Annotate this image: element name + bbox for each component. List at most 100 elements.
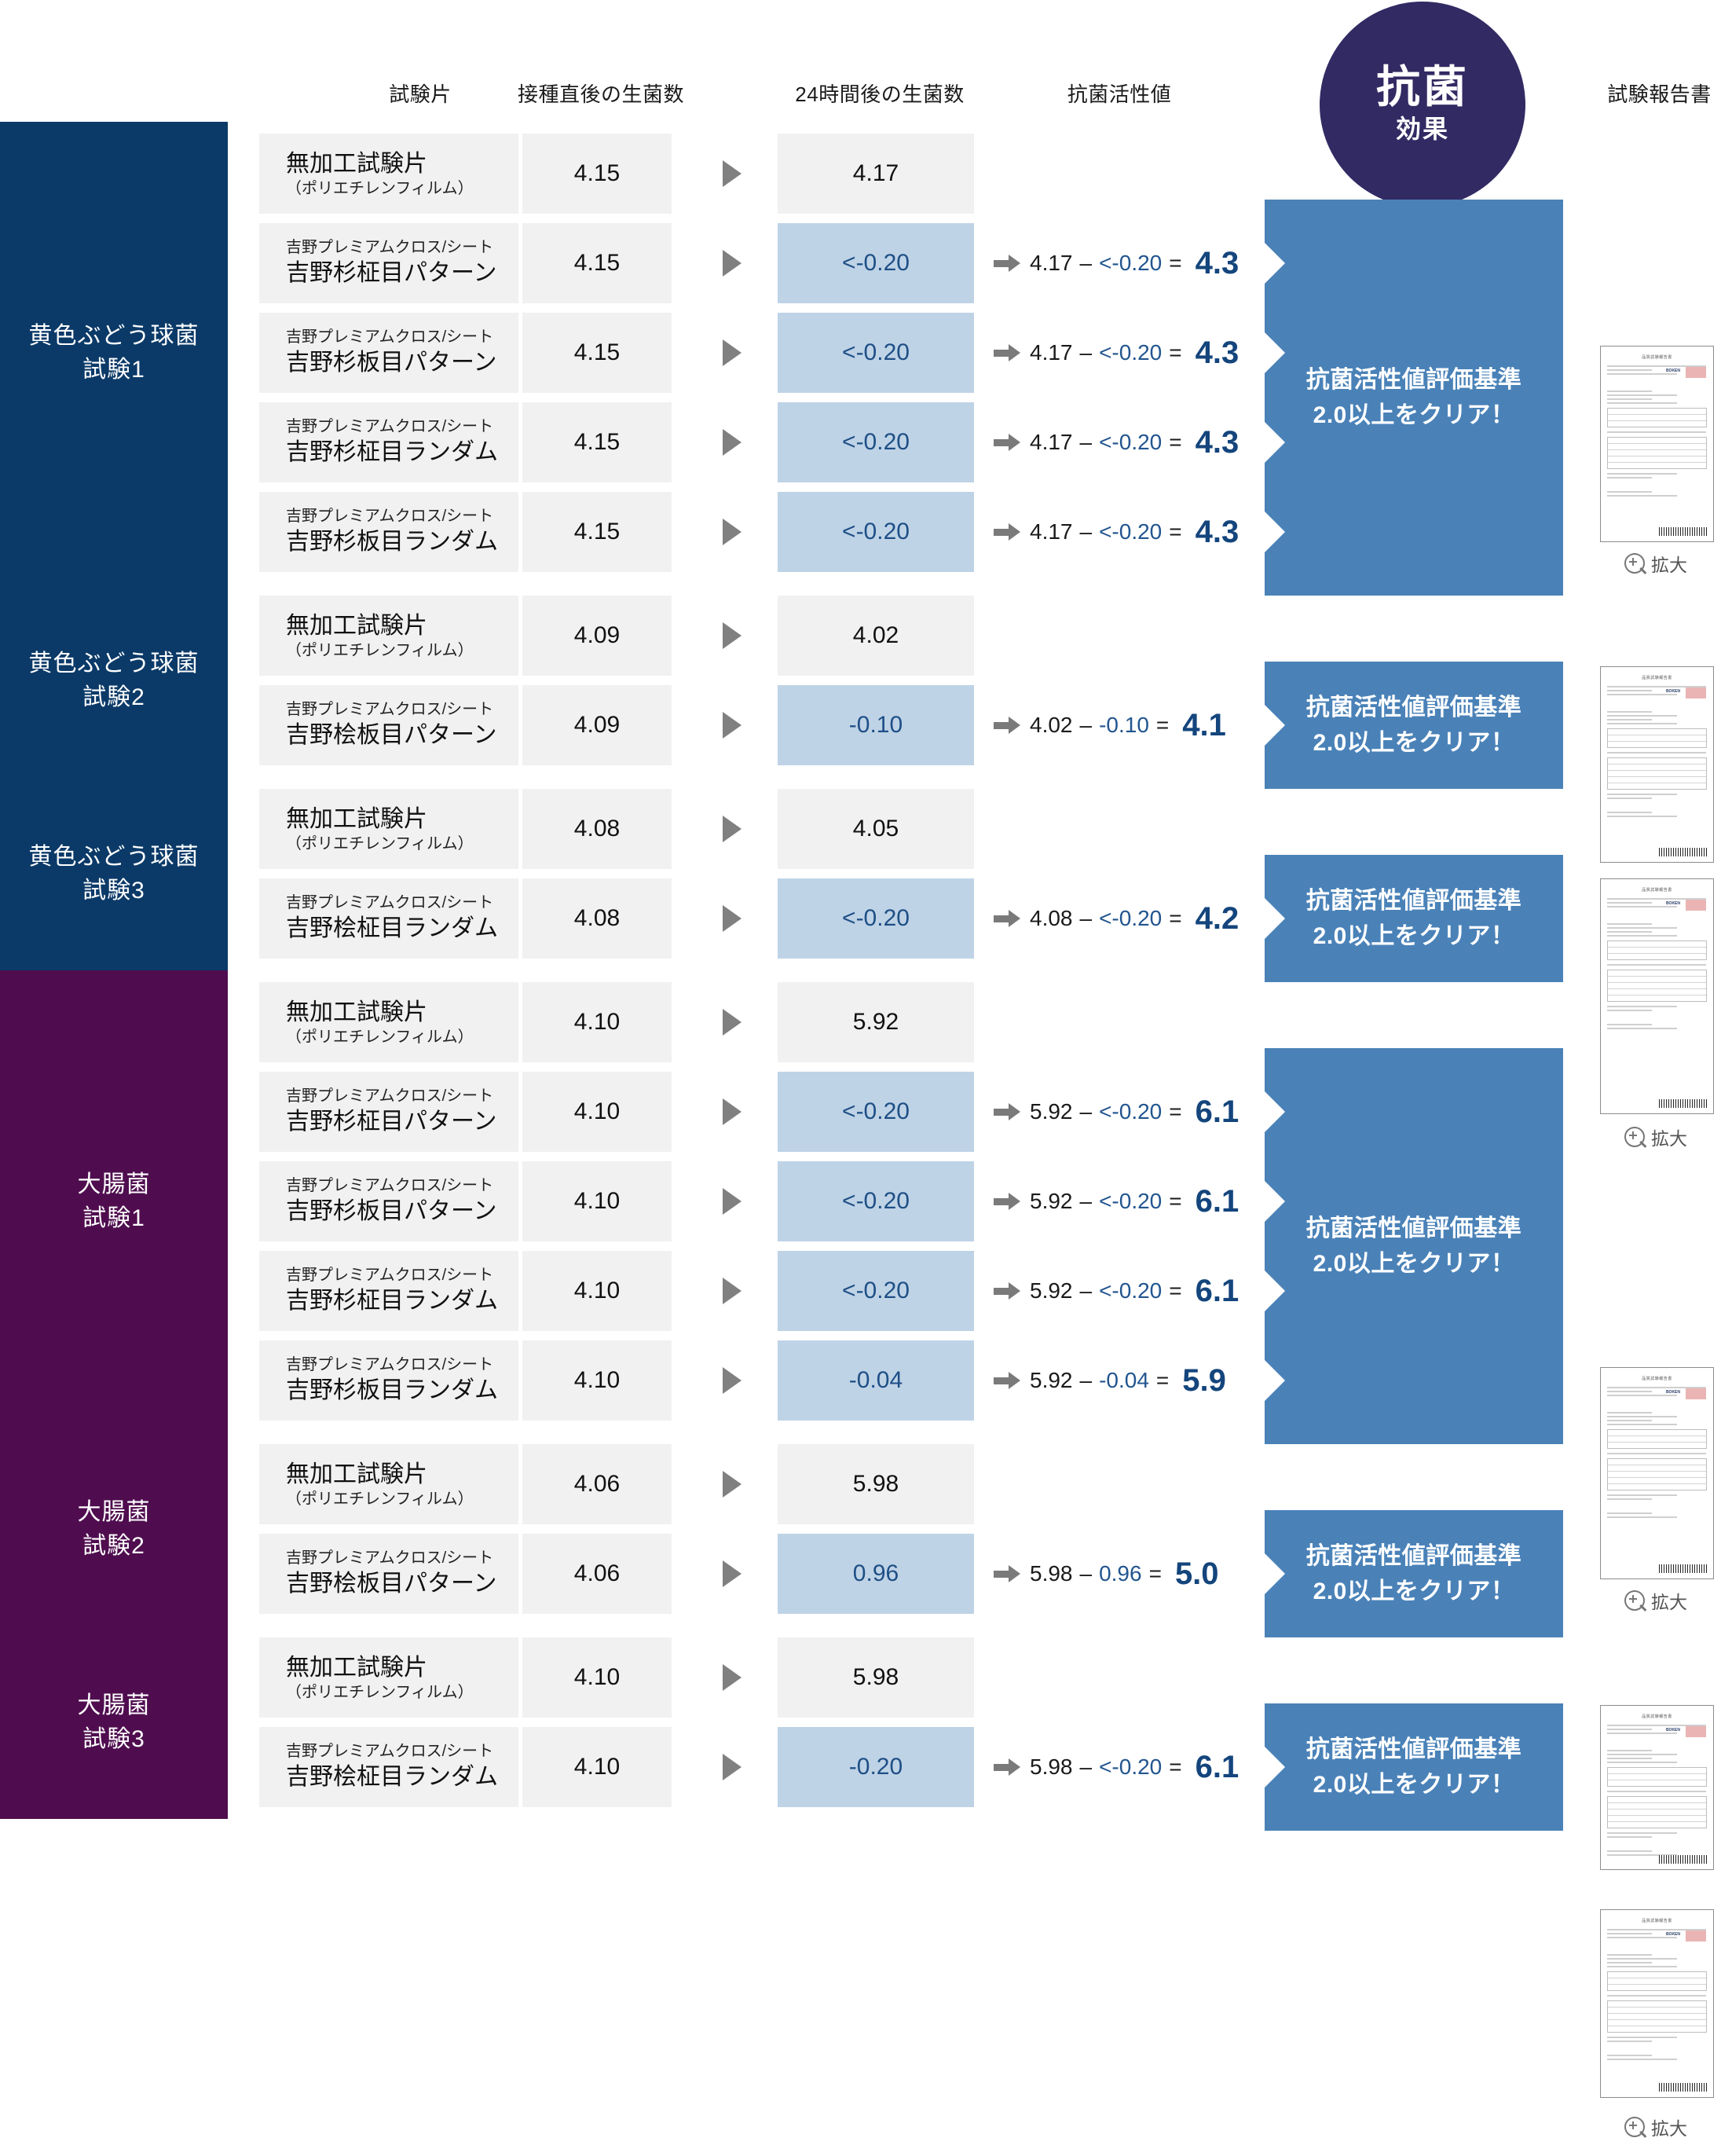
initial-count-cell: 4.06 (522, 1534, 672, 1614)
arrow-right-icon (723, 816, 742, 842)
arrow-right-icon (723, 905, 742, 932)
enlarge-label: 拡大 (1651, 555, 1687, 575)
activity-formula: 4.08–<-0.20=4.2 (994, 901, 1239, 936)
formula-operand-a: 5.92 (1030, 1368, 1073, 1392)
specimen-cell: 吉野プレミアムクロス/シート吉野杉柾目パターン (259, 223, 518, 303)
after-24h-count-value: -0.04 (848, 1367, 903, 1393)
specimen-brand: 吉野プレミアムクロス/シート (286, 701, 494, 718)
after-24h-count-value: <-0.20 (842, 1188, 910, 1214)
initial-count-cell: 4.10 (522, 1072, 672, 1152)
column-header-activity-value: 抗菌活性値 (1067, 82, 1172, 106)
arrow-right-icon (994, 523, 1020, 541)
formula-operand-a: 4.17 (1030, 251, 1073, 275)
specimen-brand: 吉野プレミアムクロス/シート (286, 508, 494, 525)
bacteria-panel-staph-2: 黄色ぶどう球菌試験2 (0, 584, 228, 777)
specimen-brand: 吉野プレミアムクロス/シート (286, 1356, 494, 1373)
specimen-name: 吉野杉柾目パターン (286, 260, 497, 286)
enlarge-link[interactable]: 拡大 (1624, 1124, 1687, 1150)
enlarge-link[interactable]: 拡大 (1624, 2114, 1687, 2140)
formula-operand-a: 5.98 (1030, 1754, 1073, 1779)
formula-equals: = (1169, 1099, 1182, 1124)
after-24h-count-cell: -0.20 (778, 1727, 974, 1807)
arrow-right-icon (723, 622, 742, 649)
formula-operand-b: <-0.20 (1099, 519, 1163, 544)
formula-operand-b: -0.10 (1099, 713, 1149, 737)
activity-value: 4.3 (1195, 424, 1239, 460)
specimen-cell: 無加工試験片（ポリエチレンフィルム） (259, 982, 518, 1062)
specimen-name: 無加工試験片 (286, 806, 427, 832)
specimen-name: 吉野桧柾目ランダム (286, 915, 498, 941)
initial-count-value: 4.10 (573, 1664, 621, 1690)
after-24h-count-cell: -0.10 (778, 685, 974, 765)
initial-count-value: 4.15 (573, 250, 621, 276)
formula-operand-a: 5.98 (1030, 1561, 1073, 1586)
specimen-name: 吉野杉板目パターン (286, 350, 497, 376)
formula-equals: = (1169, 1754, 1182, 1779)
badge-main-text: 抗菌 (1376, 62, 1469, 112)
specimen-material: （ポリエチレンフィルム） (286, 1028, 474, 1046)
banner-notch (1265, 422, 1285, 463)
enlarge-link[interactable]: 拡大 (1624, 1587, 1687, 1614)
specimen-name: 無加工試験片 (286, 613, 427, 639)
after-24h-count-cell: <-0.20 (778, 1072, 974, 1152)
test-number: 試験3 (82, 1726, 145, 1752)
after-24h-count-value: 4.05 (852, 816, 899, 842)
after-24h-count-value: 4.02 (852, 622, 899, 648)
specimen-cell: 無加工試験片（ポリエチレンフィルム） (259, 134, 518, 214)
formula-minus: – (1079, 906, 1093, 930)
initial-count-cell: 4.10 (522, 1161, 672, 1241)
banner-notch (1265, 332, 1285, 373)
arrow-right-icon (994, 434, 1020, 451)
formula-minus: – (1079, 340, 1093, 365)
enlarge-label: 拡大 (1651, 1592, 1687, 1612)
specimen-brand: 吉野プレミアムクロス/シート (286, 328, 494, 346)
activity-formula: 5.98–0.96=5.0 (994, 1556, 1219, 1591)
specimen-cell: 無加工試験片（ポリエチレンフィルム） (259, 789, 518, 869)
after-24h-count-cell: 0.96 (778, 1534, 974, 1614)
magnifier-plus-icon (1624, 1590, 1647, 1612)
activity-formula: 5.92–-0.04=5.9 (994, 1363, 1226, 1398)
arrow-right-icon (723, 429, 742, 456)
activity-formula: 4.17–<-0.20=4.3 (994, 425, 1239, 460)
bacteria-name: 黄色ぶどう球菌 (28, 650, 200, 676)
after-24h-count-value: <-0.20 (842, 1098, 910, 1124)
initial-count-value: 4.08 (573, 905, 621, 931)
criteria-label: 抗菌活性値評価基準 (1305, 695, 1522, 720)
specimen-cell: 吉野プレミアムクロス/シート吉野杉柾目ランダム (259, 1251, 518, 1331)
specimen-cell: 吉野プレミアムクロス/シート吉野桧柾目ランダム (259, 878, 518, 959)
activity-value: 5.9 (1182, 1362, 1226, 1398)
initial-count-value: 4.10 (573, 1188, 621, 1214)
arrow-right-icon (723, 1560, 742, 1587)
formula-equals: = (1155, 1368, 1170, 1392)
initial-count-value: 4.10 (573, 1754, 621, 1780)
magnifier-plus-icon (1624, 553, 1647, 574)
specimen-cell: 吉野プレミアムクロス/シート吉野杉柾目パターン (259, 1072, 518, 1152)
column-header-24h-count: 24時間後の生菌数 (795, 82, 965, 106)
specimen-cell: 無加工試験片（ポリエチレンフィルム） (259, 596, 518, 676)
formula-operand-a: 4.17 (1030, 340, 1073, 365)
formula-minus: – (1079, 713, 1093, 737)
initial-count-cell: 4.09 (522, 596, 672, 676)
arrow-right-icon (723, 250, 742, 277)
after-24h-count-cell: -0.04 (778, 1340, 974, 1421)
column-header-specimen: 試験片 (389, 82, 452, 106)
activity-value: 6.1 (1195, 1273, 1239, 1308)
formula-minus: – (1079, 1278, 1093, 1303)
enlarge-link[interactable]: 拡大 (1624, 550, 1687, 577)
specimen-cell: 吉野プレミアムクロス/シート吉野杉板目パターン (259, 313, 518, 393)
test-number: 試験2 (82, 684, 145, 710)
after-24h-count-cell: 5.98 (778, 1444, 974, 1524)
bacteria-panel-staph-1: 黄色ぶどう球菌試験1 (0, 122, 228, 584)
bacteria-panel-ecoli-3: 大腸菌試験3 (0, 1626, 228, 1819)
